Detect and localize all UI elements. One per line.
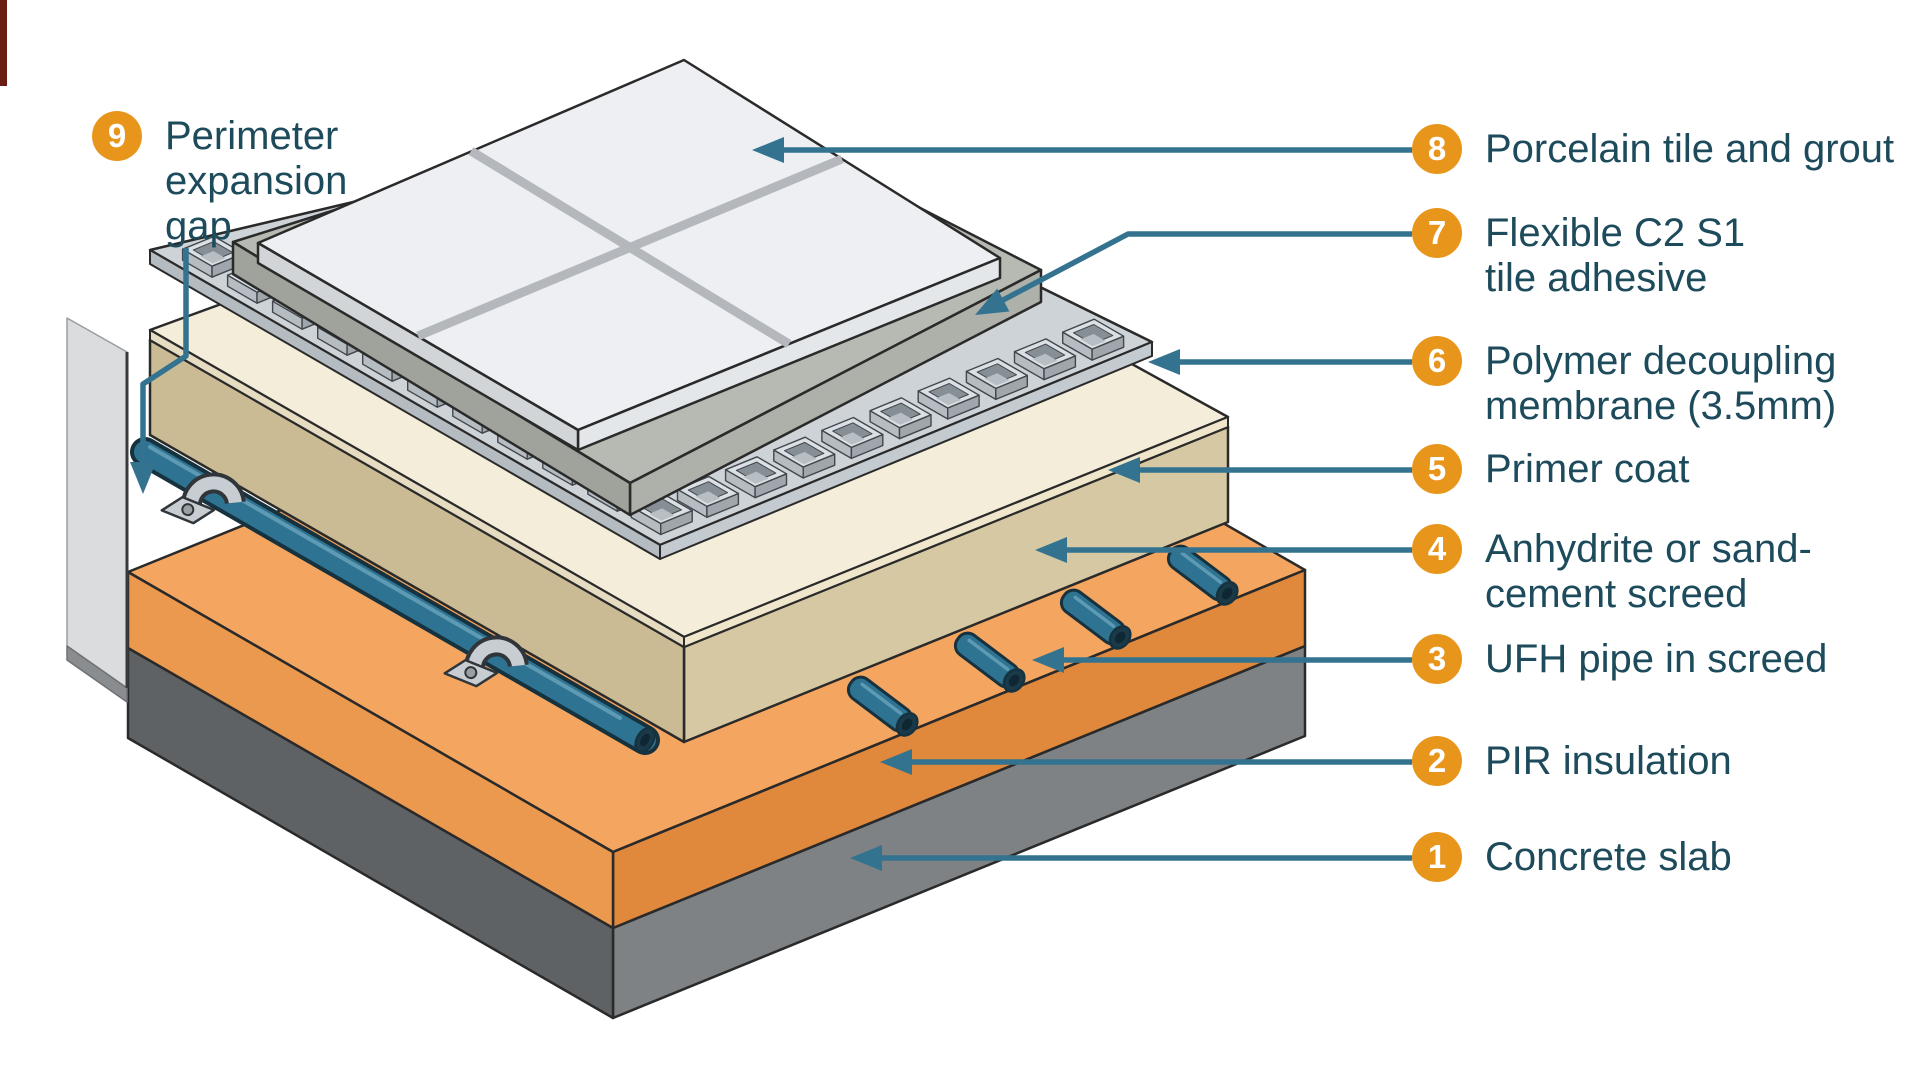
ufh-pipe-run <box>130 437 660 755</box>
legend-label-7: Flexible C2 S1 tile adhesive <box>1485 211 1746 300</box>
pipe-clip <box>443 635 529 688</box>
legend-label-3: UFH pipe in screed <box>1485 637 1828 681</box>
arrowhead <box>752 137 784 163</box>
arrowhead <box>975 288 1010 315</box>
pipe-stub <box>953 631 1026 693</box>
perimeter-wall <box>66 317 129 703</box>
legend-badge-1: 1 <box>1412 832 1462 882</box>
legend-item-decoupling-membrane: 6 Polymer decoupling membrane (3.5mm) <box>1412 336 1845 429</box>
legend-item-perimeter-gap: 9 Perimeter expansion gap <box>92 111 390 249</box>
pipe-clip <box>160 472 246 525</box>
arrowhead <box>1148 349 1180 375</box>
legend-label-9: Perimeter expansion gap <box>165 114 348 248</box>
legend-label-1: Concrete slab <box>1485 835 1732 879</box>
ufh-pipe-stubs <box>846 544 1239 737</box>
legend-badge-2: 2 <box>1412 736 1462 786</box>
legend-item-tile-adhesive: 7 Flexible C2 S1 tile adhesive <box>1412 208 1805 301</box>
legend-label-4: Anhydrite or sand-cement screed <box>1485 527 1812 616</box>
legend-item-screed: 4 Anhydrite or sand-cement screed <box>1412 524 1855 617</box>
arrow-perimeter-gap <box>140 248 189 466</box>
arrowhead <box>130 462 156 494</box>
legend-badge-6: 6 <box>1412 336 1462 386</box>
legend-item-primer-coat: 5 Primer coat <box>1412 444 1815 494</box>
leader-arrows <box>130 137 1412 871</box>
screen-edge-artifact <box>0 0 7 86</box>
arrowhead <box>1108 457 1140 483</box>
legend-item-ufh-pipe: 3 UFH pipe in screed <box>1412 634 1905 684</box>
legend-item-concrete-slab: 1 Concrete slab <box>1412 832 1905 882</box>
grout-line <box>416 154 844 341</box>
legend-badge-3: 3 <box>1412 634 1462 684</box>
arrowhead <box>1035 537 1067 563</box>
legend-item-pir-insulation: 2 PIR insulation <box>1412 736 1905 786</box>
legend-label-5: Primer coat <box>1485 447 1690 491</box>
pipe-stub <box>846 675 919 737</box>
legend-badge-5: 5 <box>1412 444 1462 494</box>
legend-label-2: PIR insulation <box>1485 739 1732 783</box>
legend-label-8: Porcelain tile and grout <box>1485 127 1895 171</box>
legend-label-6: Polymer decoupling membrane (3.5mm) <box>1485 339 1837 428</box>
legend-badge-9: 9 <box>92 111 142 161</box>
arrowhead <box>850 845 882 871</box>
legend-badge-7: 7 <box>1412 208 1462 258</box>
arrow-tile-adhesive <box>986 231 1412 311</box>
arrowhead <box>880 749 912 775</box>
legend-badge-8: 8 <box>1412 124 1462 174</box>
legend-badge-4: 4 <box>1412 524 1462 574</box>
pipe-stub <box>1059 588 1132 650</box>
legend-item-porcelain-tile: 8 Porcelain tile and grout <box>1412 124 1915 174</box>
arrowhead <box>1032 647 1064 673</box>
